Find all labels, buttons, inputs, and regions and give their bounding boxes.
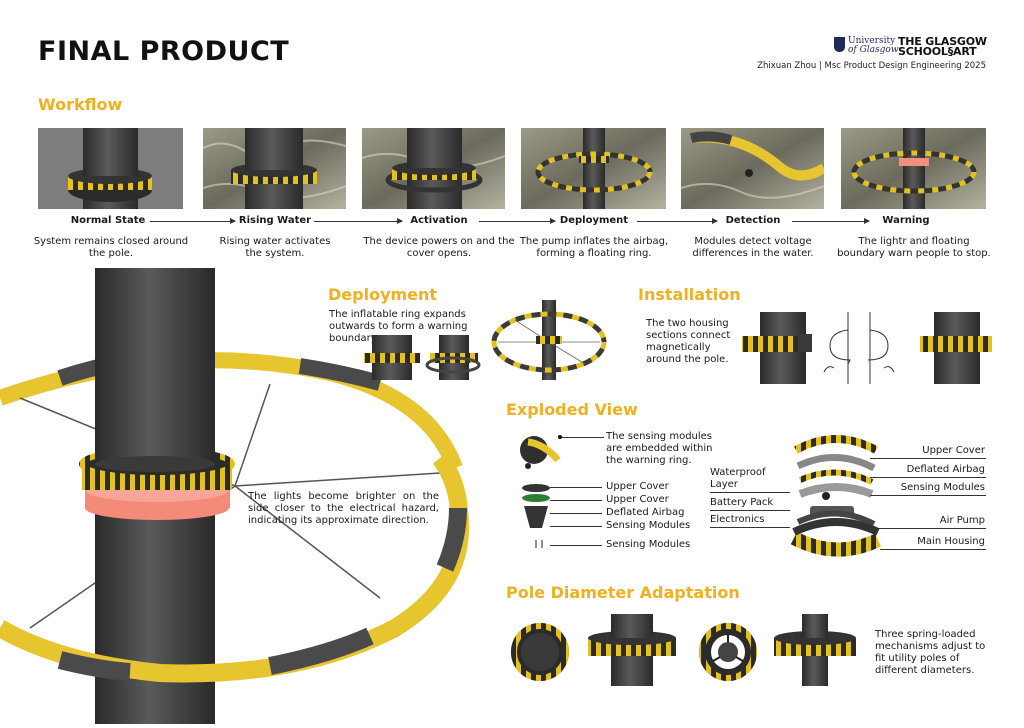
leader-line bbox=[710, 492, 790, 493]
leader-dot bbox=[558, 435, 562, 439]
leader-line bbox=[860, 528, 986, 529]
hero-render bbox=[0, 268, 470, 724]
leader-line bbox=[550, 545, 602, 546]
exploded-label: Main Housing bbox=[917, 536, 985, 547]
workflow-arrow bbox=[479, 218, 556, 224]
exploded-label: Sensing Modules bbox=[606, 520, 691, 531]
exploded-label: Waterproof Layer bbox=[710, 467, 766, 490]
leader-line bbox=[880, 549, 986, 550]
leader-line bbox=[560, 437, 604, 438]
workflow-photo-rising-water bbox=[203, 128, 346, 209]
author-credit: Zhixuan Zhou | Msc Product Design Engine… bbox=[757, 61, 986, 71]
leader-line bbox=[550, 526, 602, 527]
exploded-label: Upper Cover bbox=[606, 481, 669, 492]
exploded-label: Sensing Modules bbox=[900, 482, 985, 493]
glasgow-school-of-art-logo: THE GLASGOW SCHOOL§ART bbox=[898, 35, 987, 58]
workflow-arrow bbox=[792, 218, 870, 224]
workflow-step-label: Activation bbox=[410, 215, 468, 226]
workflow-arrow bbox=[150, 218, 236, 224]
workflow-arrow bbox=[637, 218, 718, 224]
workflow-photo-activation bbox=[362, 128, 505, 209]
workflow-photo-warning bbox=[841, 128, 986, 209]
workflow-arrow bbox=[314, 218, 403, 224]
exploded-label: Battery Pack bbox=[710, 497, 774, 508]
leader-line bbox=[870, 458, 986, 459]
workflow-photo-normal-state bbox=[38, 128, 183, 209]
university-crest-icon bbox=[834, 37, 845, 52]
installation-renders bbox=[738, 312, 996, 384]
leader-line bbox=[710, 510, 790, 511]
leader-line bbox=[710, 527, 790, 528]
university-of-glasgow-logo: University of Glasgow bbox=[848, 36, 899, 55]
exploded-label: Upper Cover bbox=[606, 494, 669, 505]
workflow-step-desc: The lightr and floating boundary warn pe… bbox=[837, 236, 991, 259]
deployment-expanded-render bbox=[490, 300, 610, 380]
exploded-left-render bbox=[516, 432, 576, 552]
workflow-step-desc: The device powers on and the cover opens… bbox=[363, 236, 515, 259]
hero-caption: The lights become brighter on the side c… bbox=[248, 491, 439, 526]
exploded-label: Deflated Airbag bbox=[606, 507, 685, 518]
workflow-photo-detection bbox=[681, 128, 824, 209]
exploded-view-heading: Exploded View bbox=[506, 400, 638, 419]
pole-adaptation-renders bbox=[506, 614, 866, 686]
exploded-label: Electronics bbox=[710, 514, 765, 525]
leader-line bbox=[550, 487, 602, 488]
workflow-heading: Workflow bbox=[38, 95, 123, 114]
leader-line bbox=[550, 513, 602, 514]
workflow-step-label: Deployment bbox=[559, 215, 629, 226]
workflow-step-label: Normal State bbox=[70, 215, 146, 226]
workflow-step-desc: Rising water activates the system. bbox=[219, 236, 331, 259]
workflow-step-desc: The pump inflates the airbag, forming a … bbox=[519, 236, 669, 259]
deployment-desc: The inflatable ring expands outwards to … bbox=[329, 309, 468, 344]
leader-line bbox=[870, 495, 986, 496]
sensing-modules-note: The sensing modules are embedded within … bbox=[606, 431, 713, 466]
workflow-step-desc: Modules detect voltage differences in th… bbox=[692, 236, 814, 259]
pole-adaptation-desc: Three spring-loaded mechanisms adjust to… bbox=[875, 629, 986, 676]
workflow-photo-deployment bbox=[521, 128, 666, 209]
workflow-step-label: Rising Water bbox=[238, 215, 312, 226]
workflow-step-desc: System remains closed around the pole. bbox=[33, 236, 189, 259]
installation-desc: The two housing sections connect magneti… bbox=[646, 318, 731, 365]
exploded-label: Upper Cover bbox=[922, 445, 985, 456]
leader-line bbox=[870, 477, 986, 478]
pole-adaptation-heading: Pole Diameter Adaptation bbox=[506, 583, 740, 602]
workflow-step-label: Detection bbox=[725, 215, 781, 226]
exploded-label: Deflated Airbag bbox=[906, 464, 985, 475]
deployment-heading: Deployment bbox=[328, 285, 438, 304]
page-title: FINAL PRODUCT bbox=[38, 36, 290, 67]
deployment-sequence-renders bbox=[360, 335, 610, 380]
exploded-label: Air Pump bbox=[939, 515, 985, 526]
leader-line bbox=[550, 500, 602, 501]
exploded-label: Sensing Modules bbox=[606, 539, 691, 550]
installation-heading: Installation bbox=[638, 285, 741, 304]
workflow-step-label: Warning bbox=[882, 215, 930, 226]
